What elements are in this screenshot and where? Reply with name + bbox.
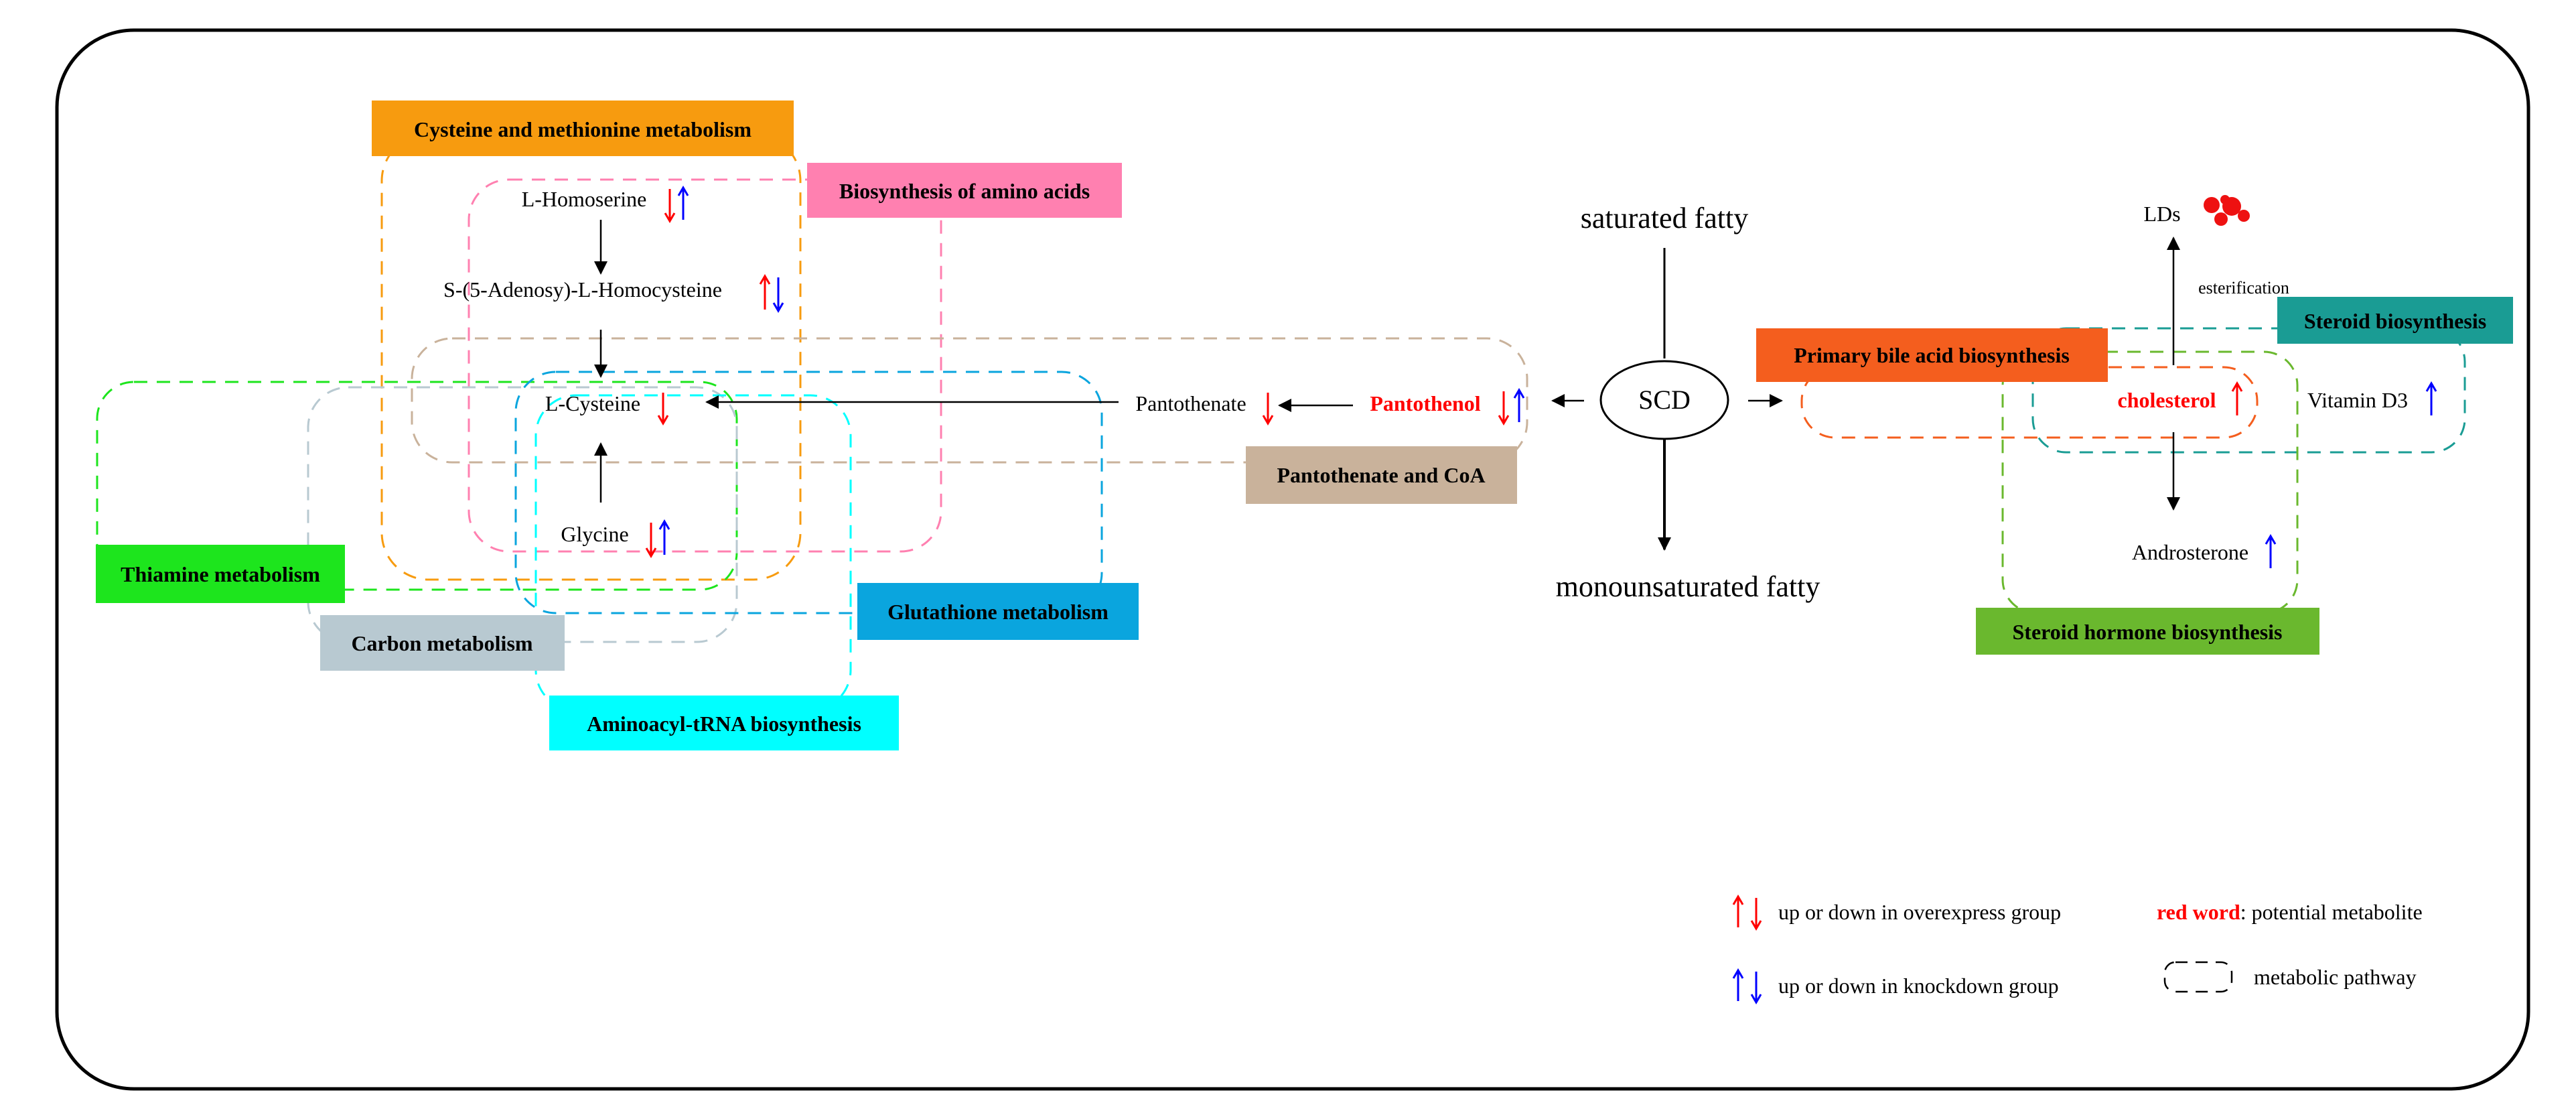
panto-coa-boundary bbox=[411, 337, 1528, 464]
carbon-label: Carbon metabolism bbox=[351, 631, 532, 655]
aminoacyl-boundary bbox=[534, 394, 852, 712]
bile-label: Primary bile acid biosynthesis bbox=[1794, 343, 2070, 367]
red-down-arrow-head bbox=[1262, 415, 1274, 425]
monounsaturated-fatty-label: monounsaturated fatty bbox=[1556, 570, 1820, 603]
steroid-label-box bbox=[2277, 297, 2513, 344]
red-up-arrow-head bbox=[759, 274, 771, 285]
red-down-arrow-head bbox=[1498, 415, 1510, 425]
legend-red-word: red word bbox=[2157, 900, 2240, 924]
metabolite-sah: S-(5-Adenosy)-L-Homocysteine bbox=[443, 277, 722, 302]
metabolite-cholesterol: cholesterol bbox=[2118, 388, 2216, 412]
metabolite-glycine: Glycine bbox=[561, 522, 628, 546]
blue-up-arrow-head bbox=[677, 186, 689, 196]
glutathione-label-box bbox=[857, 583, 1139, 640]
cys-met-label: Cysteine and methionine metabolism bbox=[414, 117, 752, 141]
legend-pathway-swatch bbox=[2163, 961, 2233, 993]
red-down-arrow-head bbox=[657, 415, 669, 425]
steroid-boundary bbox=[2031, 327, 2466, 454]
carbon-label-box bbox=[320, 615, 565, 671]
red-up-arrow-head bbox=[2231, 381, 2243, 392]
regulation-arrows-right bbox=[2231, 381, 2437, 568]
thiamine-label: Thiamine metabolism bbox=[121, 562, 320, 586]
metabolite-vitamin-d3: Vitamin D3 bbox=[2307, 388, 2408, 412]
legend-knockdown-text: up or down in knockdown group bbox=[1778, 974, 2059, 998]
metabolite-cysteine: L-Cysteine bbox=[545, 391, 640, 415]
panto-coa-label-box bbox=[1246, 446, 1517, 504]
aminoacyl-label-box bbox=[549, 696, 899, 750]
bile-label-box bbox=[1756, 328, 2108, 382]
blue-up-arrow-head bbox=[658, 519, 670, 530]
metabolite-pantothenol: Pantothenol bbox=[1370, 391, 1480, 415]
legend-pathway-text: metabolic pathway bbox=[2254, 965, 2417, 989]
blue-up-arrow-head bbox=[1513, 388, 1525, 399]
scd-label: SCD bbox=[1638, 385, 1691, 415]
esterification-label: esterification bbox=[2198, 278, 2289, 298]
scd-group: saturated fatty SCD monounsaturated fatt… bbox=[1556, 202, 1820, 603]
blue-up-arrow-head bbox=[2425, 381, 2437, 392]
steroid-label: Steroid biosynthesis bbox=[2304, 309, 2486, 333]
reaction-arrows-left bbox=[594, 220, 1783, 503]
carbon-boundary bbox=[307, 386, 738, 643]
outer-frame bbox=[55, 28, 2530, 1091]
thiamine-label-box bbox=[96, 545, 345, 603]
lipid-droplets-icon bbox=[2204, 195, 2250, 226]
glutathione-label: Glutathione metabolism bbox=[887, 600, 1108, 624]
blue-up-arrow-head bbox=[2265, 534, 2277, 545]
aa-biosyn-label: Biosynthesis of amino acids bbox=[839, 179, 1090, 203]
thiamine-boundary bbox=[96, 381, 738, 591]
metabolite-homoserine: L-Homoserine bbox=[522, 187, 647, 211]
metabolite-androsterone: Androsterone bbox=[2132, 540, 2248, 564]
metabolite-lds: LDs bbox=[2143, 202, 2180, 226]
metabolite-pantothenate: Pantothenate bbox=[1135, 391, 1246, 415]
blue-down-arrow-head bbox=[772, 302, 784, 313]
red-down-arrow-head bbox=[645, 547, 657, 558]
aminoacyl-label: Aminoacyl-tRNA biosynthesis bbox=[587, 712, 861, 736]
steroid-hormone-label: Steroid hormone biosynthesis bbox=[2012, 620, 2282, 644]
glutathione-boundary bbox=[514, 371, 1103, 614]
legend-red-word-line: red word: potential metabolite bbox=[2157, 900, 2423, 924]
panto-coa-label: Pantothenate and CoA bbox=[1277, 463, 1485, 487]
steroid-hormone-label-box bbox=[1976, 608, 2319, 655]
legend-overexpress-text: up or down in overexpress group bbox=[1778, 900, 2061, 924]
aa-biosyn-boundary bbox=[468, 178, 942, 553]
aa-biosyn-label-box bbox=[807, 163, 1122, 218]
regulation-arrows-left bbox=[645, 186, 1525, 558]
saturated-fatty-label: saturated fatty bbox=[1581, 202, 1748, 235]
cys-met-label-box bbox=[372, 101, 794, 156]
red-down-arrow-head bbox=[664, 212, 676, 223]
legend-red-word-desc: : potential metabolite bbox=[2240, 900, 2423, 924]
legend: up or down in overexpress group up or do… bbox=[1732, 895, 2423, 1004]
